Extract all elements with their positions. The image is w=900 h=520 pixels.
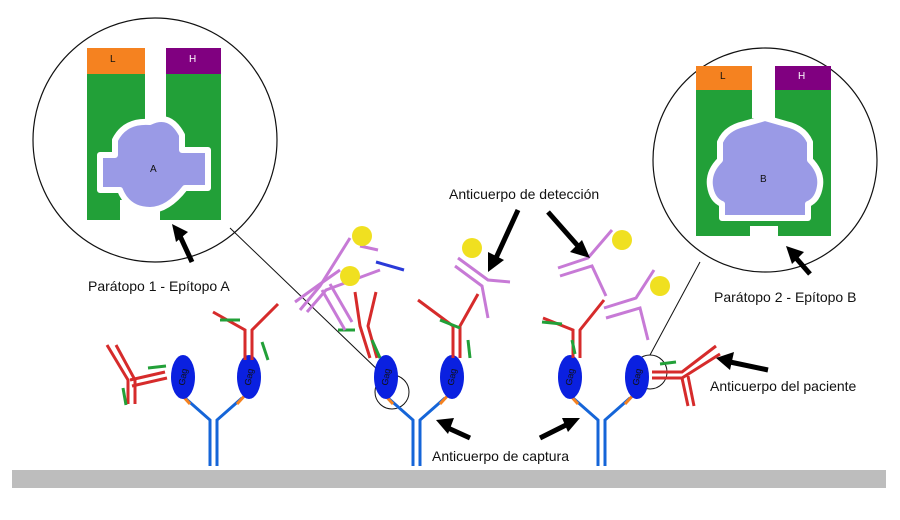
inset-left-light-label: L xyxy=(110,54,116,65)
arrow-paratope2 xyxy=(786,246,812,276)
arrow-capture-2 xyxy=(538,418,580,441)
gag-label-6: Gag xyxy=(631,368,644,386)
arrow-detection-2 xyxy=(546,210,590,258)
gag-protein-5: Gag xyxy=(558,355,582,399)
label-patient-antibody: Anticuerpo del paciente xyxy=(708,378,859,394)
gag-protein-6: Gag xyxy=(625,355,649,399)
capture-antibody-1 xyxy=(177,390,250,466)
inset-right-heavy-label: H xyxy=(798,71,806,82)
detection-antibody-5 xyxy=(603,269,670,341)
detection-antibody-2 xyxy=(294,266,360,331)
epitope-a-label: A xyxy=(150,164,157,175)
patient-antibody-1 xyxy=(105,344,168,406)
detection-antibody-4 xyxy=(557,229,632,297)
label-paratope-1: Parátopo 1 - Epítopo A xyxy=(86,278,232,294)
patient-antibody-5 xyxy=(541,299,606,358)
patient-antibody-3 xyxy=(338,291,382,359)
heavy-chain-block-right xyxy=(775,66,831,90)
arrow-paratope1 xyxy=(172,224,195,264)
inset-right xyxy=(652,47,878,273)
gag-protein-3: Gag xyxy=(374,355,398,399)
capture-antibody-3 xyxy=(565,390,638,466)
leader-line-right xyxy=(649,261,701,356)
inset-left-heavy-label: H xyxy=(189,54,197,65)
light-chain-block-right xyxy=(696,66,752,90)
arrow-capture-1 xyxy=(436,418,472,441)
epitope-b-label: B xyxy=(760,174,767,185)
light-chain-block-left xyxy=(87,48,145,74)
gag-protein-2: Gag xyxy=(237,355,261,399)
inset-right-light-label: L xyxy=(720,71,726,82)
plate-surface xyxy=(12,470,886,488)
heavy-chain-block-left xyxy=(166,48,221,74)
gag-label-4: Gag xyxy=(446,368,459,386)
arrow-patient xyxy=(716,352,769,373)
gag-label-5: Gag xyxy=(564,368,577,386)
arrow-detection-1 xyxy=(488,208,521,272)
gag-label-2: Gag xyxy=(243,368,256,386)
gag-label-1: Gag xyxy=(177,368,190,386)
patient-antibody-6 xyxy=(652,344,721,407)
patient-antibody-2 xyxy=(212,302,280,361)
epitope-a-shape xyxy=(97,116,211,213)
label-paratope-2: Parátopo 2 - Epítopo B xyxy=(712,289,859,305)
gag-protein-1: Gag xyxy=(171,355,195,399)
gag-label-3: Gag xyxy=(380,368,393,386)
detection-antibody-1 xyxy=(298,226,405,313)
patient-antibody-4 xyxy=(417,293,480,359)
gag-protein-4: Gag xyxy=(440,355,464,399)
detection-antibody-3 xyxy=(454,238,511,319)
label-detection-antibody: Anticuerpo de detección xyxy=(447,186,602,202)
inset-left xyxy=(32,17,278,263)
epitope-b-shape xyxy=(706,115,824,221)
label-capture-antibody: Anticuerpo de captura xyxy=(430,448,571,464)
